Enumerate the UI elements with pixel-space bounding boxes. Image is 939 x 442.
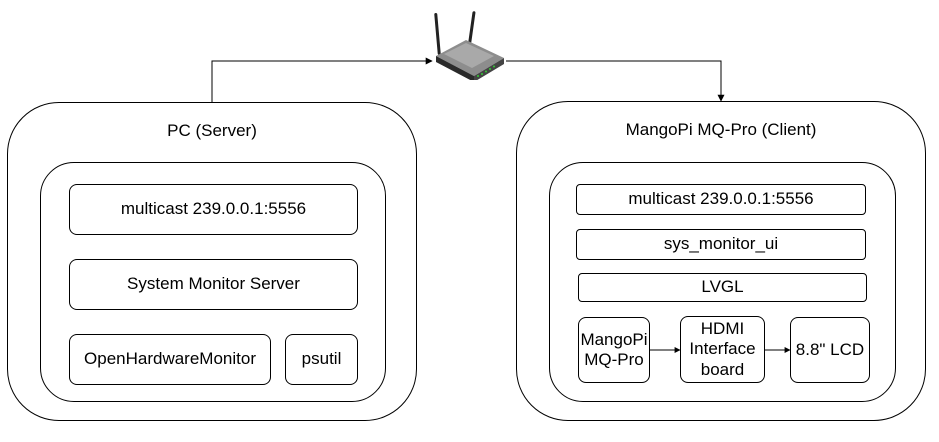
server-multicast-node: multicast 239.0.0.1:5556 (69, 184, 358, 235)
psutil-label: psutil (301, 349, 342, 369)
edge-server-to-router (211, 57, 433, 102)
lcd-node: 8.8" LCD (790, 317, 870, 383)
lvgl-node: LVGL (578, 273, 867, 302)
client-multicast-label: multicast 239.0.0.1:5556 (628, 189, 814, 209)
lcd-label: 8.8" LCD (795, 339, 865, 359)
lvgl-label: LVGL (701, 277, 744, 297)
openhardwaremonitor-node: OpenHardwareMonitor (69, 334, 271, 385)
sys-monitor-ui-label: sys_monitor_ui (663, 234, 779, 254)
psutil-node: psutil (285, 334, 358, 385)
edge-router-to-client (506, 60, 725, 102)
mangopi-board-label: MangoPi MQ-Pro (580, 329, 648, 369)
system-monitor-server-label: System Monitor Server (127, 274, 300, 294)
client-title: MangoPi MQ-Pro (Client) (625, 120, 817, 139)
openhardwaremonitor-label: OpenHardwareMonitor (84, 349, 256, 369)
wifi-router-icon (434, 11, 504, 80)
system-monitor-server-node: System Monitor Server (69, 259, 358, 310)
hdmi-interface-label: HDMI Interface board (689, 318, 756, 379)
mangopi-board-node: MangoPi MQ-Pro (578, 317, 650, 383)
sys-monitor-ui-node: sys_monitor_ui (576, 229, 866, 260)
server-title: PC (Server) (167, 121, 257, 140)
hdmi-interface-node: HDMI Interface board (680, 316, 765, 383)
client-multicast-node: multicast 239.0.0.1:5556 (576, 184, 866, 215)
server-multicast-label: multicast 239.0.0.1:5556 (120, 199, 307, 219)
